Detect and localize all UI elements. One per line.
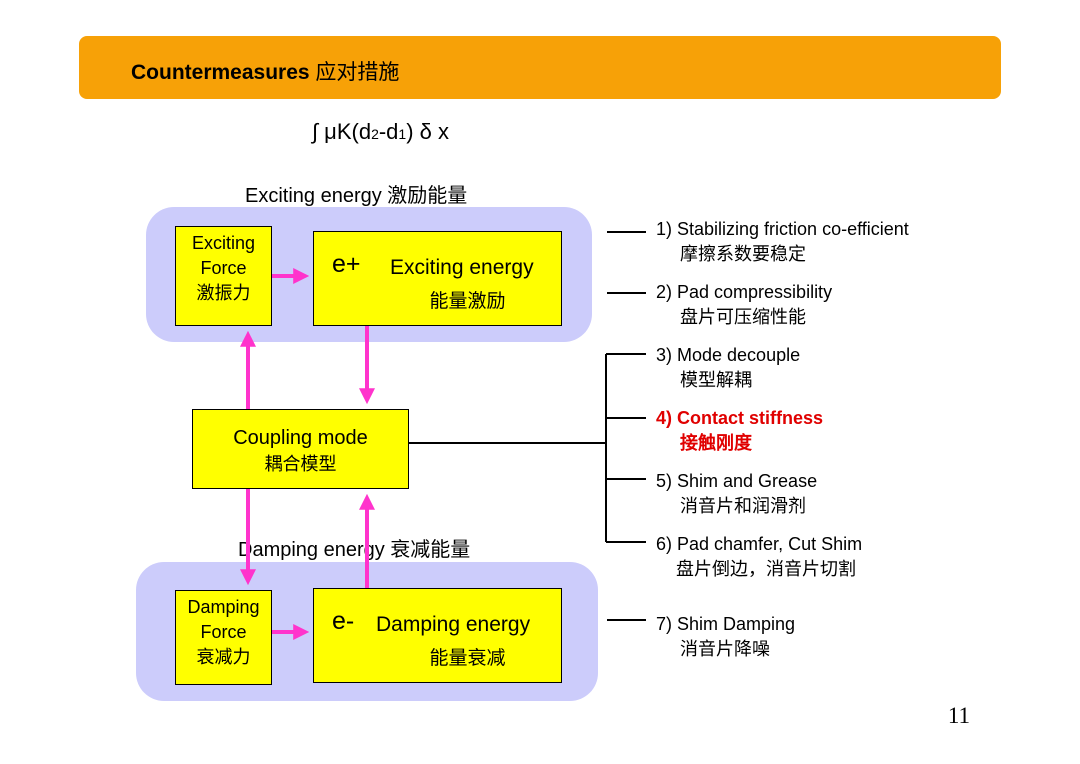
damping-energy-label: Damping energy 衰减能量 [238,539,471,561]
formula-part3: ) δ x [406,119,450,144]
measure-5-cn: 消音片和润滑剂 [680,496,806,516]
formula-part1: ∫ μK(d [312,119,372,144]
measure-1-en: 1) Stabilizing friction co-efficient [656,219,909,239]
exciting-force-line3: 激振力 [196,283,251,303]
exciting-force-line1: Exciting [191,233,256,253]
exciting-energy-box: e+ Exciting energy 能量激励 [313,231,562,326]
measure-2-cn: 盘片可压缩性能 [680,307,806,327]
measure-4-en: 4) Contact stiffness [656,408,824,428]
coupling-mode-cn: 耦合模型 [264,454,337,474]
exciting-energy-label: Exciting energy 激励能量 [245,185,468,207]
e-minus-symbol: e- [332,607,355,635]
exciting-force-line2: Force [200,258,247,278]
measure-5-en: 5) Shim and Grease [656,471,818,491]
measure-2-en: 2) Pad compressibility [656,282,833,302]
measure-7: 7) Shim Damping 消音片降噪 [656,612,795,662]
exciting-energy-cn: 能量激励 [429,291,506,312]
damping-force-box: Damping Force 衰减力 [175,590,272,685]
damping-energy-box: e- Damping energy 能量衰减 [313,588,562,683]
damping-force-line1: Damping [187,597,260,617]
measure-6: 6) Pad chamfer, Cut Shim 盘片倒边，消音片切割 [656,532,862,582]
measure-4: 4) Contact stiffness 接触刚度 [656,406,823,456]
exciting-energy-en: Exciting energy [390,256,534,279]
formula-sub1: 2 [371,126,379,142]
formula-sub2: 1 [398,126,407,142]
measure-5: 5) Shim and Grease 消音片和润滑剂 [656,469,817,519]
damping-energy-en: Damping energy [376,613,531,636]
measure-3: 3) Mode decouple 模型解耦 [656,343,800,393]
exciting-force-box: Exciting Force 激振力 [175,226,272,326]
damping-energy-cn: 能量衰减 [429,648,506,669]
measure-3-en: 3) Mode decouple [656,345,801,365]
slide-title: Countermeasures 应对措施 [131,56,399,86]
measure-1: 1) Stabilizing friction co-efficient 摩擦系… [656,217,909,267]
measure-4-cn: 接触刚度 [680,433,752,453]
measure-1-cn: 摩擦系数要稳定 [680,244,806,264]
measure-6-cn: 盘片倒边，消音片切割 [676,559,856,579]
title-cn: 应对措施 [315,61,400,84]
measure-3-cn: 模型解耦 [680,370,752,390]
page-number: 11 [947,703,970,728]
e-plus-symbol: e+ [332,250,361,278]
title-en: Countermeasures [131,61,310,84]
coupling-mode-en: Coupling mode [233,427,368,449]
measure-6-en: 6) Pad chamfer, Cut Shim [656,534,863,554]
measure-7-en: 7) Shim Damping [656,614,796,634]
formula: ∫ μK(d2-d1) δ x [312,119,449,145]
damping-force-line3: 衰减力 [196,647,251,667]
damping-force-line2: Force [200,622,247,642]
title-bar: Countermeasures 应对措施 [79,36,1001,99]
coupling-mode-box: Coupling mode 耦合模型 [192,409,409,489]
measure-2: 2) Pad compressibility 盘片可压缩性能 [656,280,832,330]
measure-7-cn: 消音片降噪 [680,639,770,659]
formula-part2: -d [378,119,399,144]
